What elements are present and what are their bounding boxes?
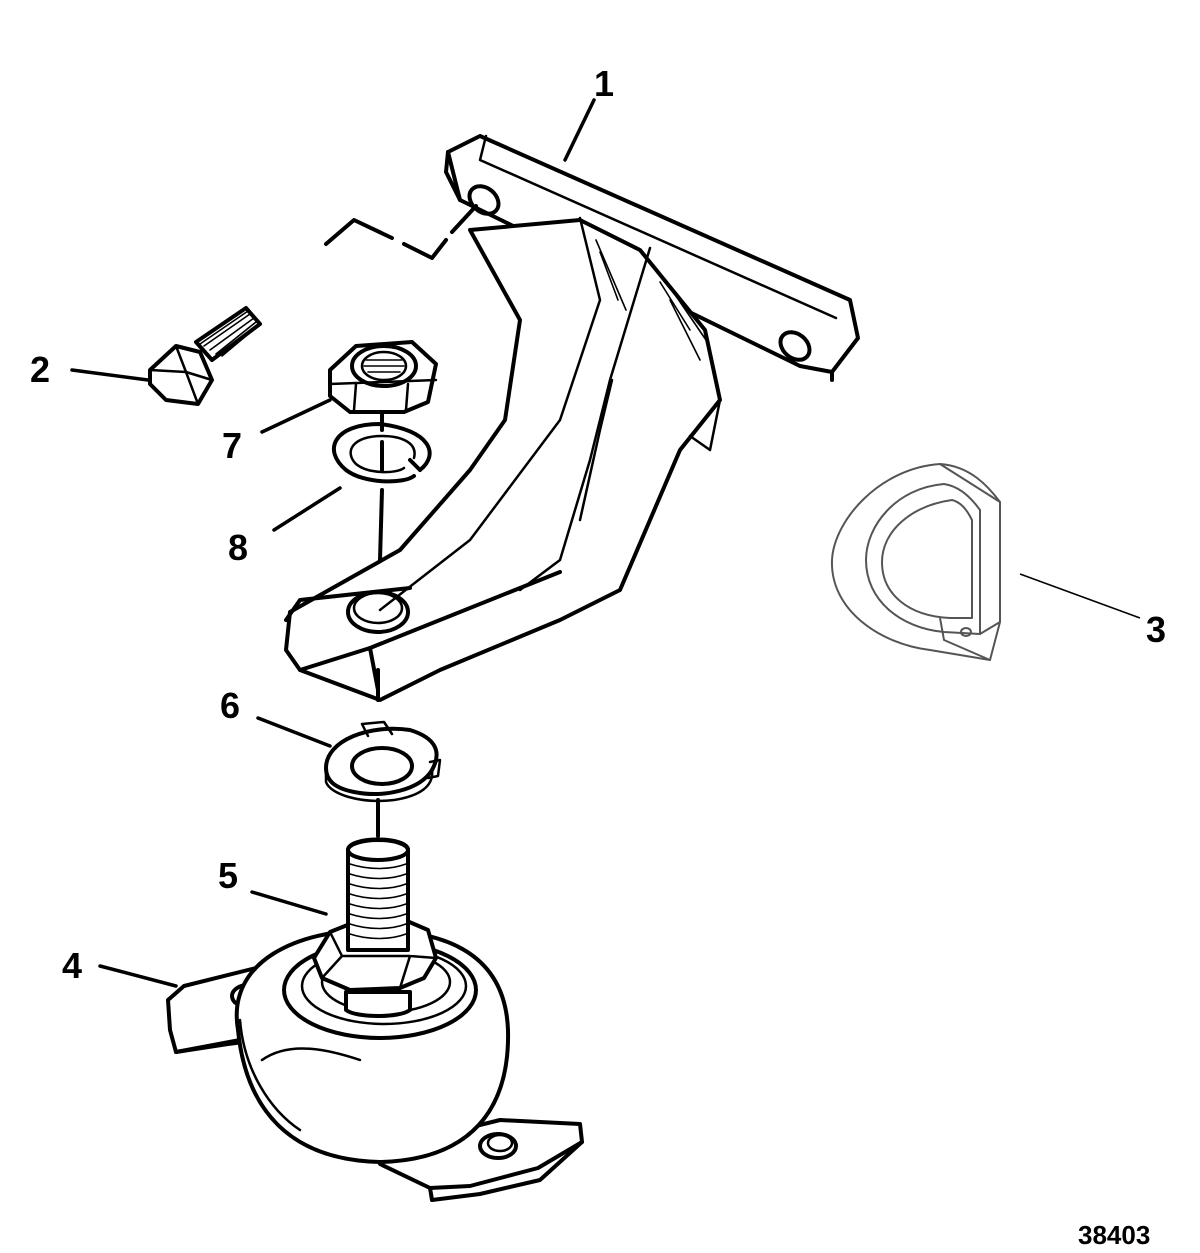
callout-2: 2 (30, 349, 50, 390)
part-5-stud-nut (312, 837, 438, 1018)
part-2-hex-bolt (148, 306, 262, 406)
part-4-mount-base (166, 928, 584, 1202)
callout-labels: 1 2 3 4 5 6 7 8 (30, 63, 1166, 986)
callout-3: 3 (1146, 609, 1166, 650)
part-3-cover (830, 463, 1001, 661)
callout-8: 8 (228, 527, 248, 568)
callout-1: 1 (594, 63, 614, 104)
part-6-washer (324, 720, 442, 803)
callout-4: 4 (62, 945, 82, 986)
leader-3 (1019, 573, 1141, 619)
part-8-lock-washer (332, 422, 432, 484)
part-1-bracket (284, 134, 860, 702)
figure-number: 38403 (1078, 1220, 1150, 1250)
assembly-axis-line (376, 410, 384, 838)
leader-8 (272, 486, 342, 532)
leader-6 (256, 716, 332, 748)
leader-7 (260, 398, 332, 434)
leader-4 (98, 964, 178, 988)
callout-5: 5 (218, 855, 238, 896)
callout-6: 6 (220, 685, 240, 726)
leader-2 (70, 368, 150, 382)
leader-lines (70, 98, 1141, 988)
leader-5 (250, 890, 328, 916)
part-7-hex-nut (328, 340, 438, 414)
callout-7: 7 (222, 425, 242, 466)
leader-1 (563, 98, 596, 162)
